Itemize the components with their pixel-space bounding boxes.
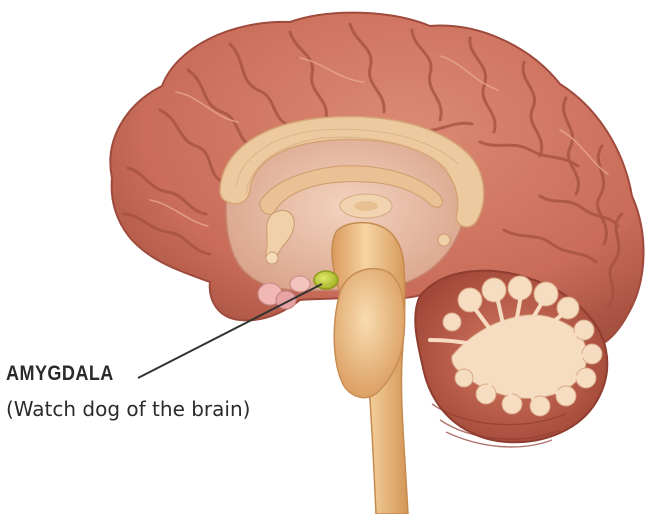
amygdala-label: AMYGDALA bbox=[6, 362, 114, 386]
amygdala-description: (Watch dog of the brain) bbox=[6, 397, 250, 421]
